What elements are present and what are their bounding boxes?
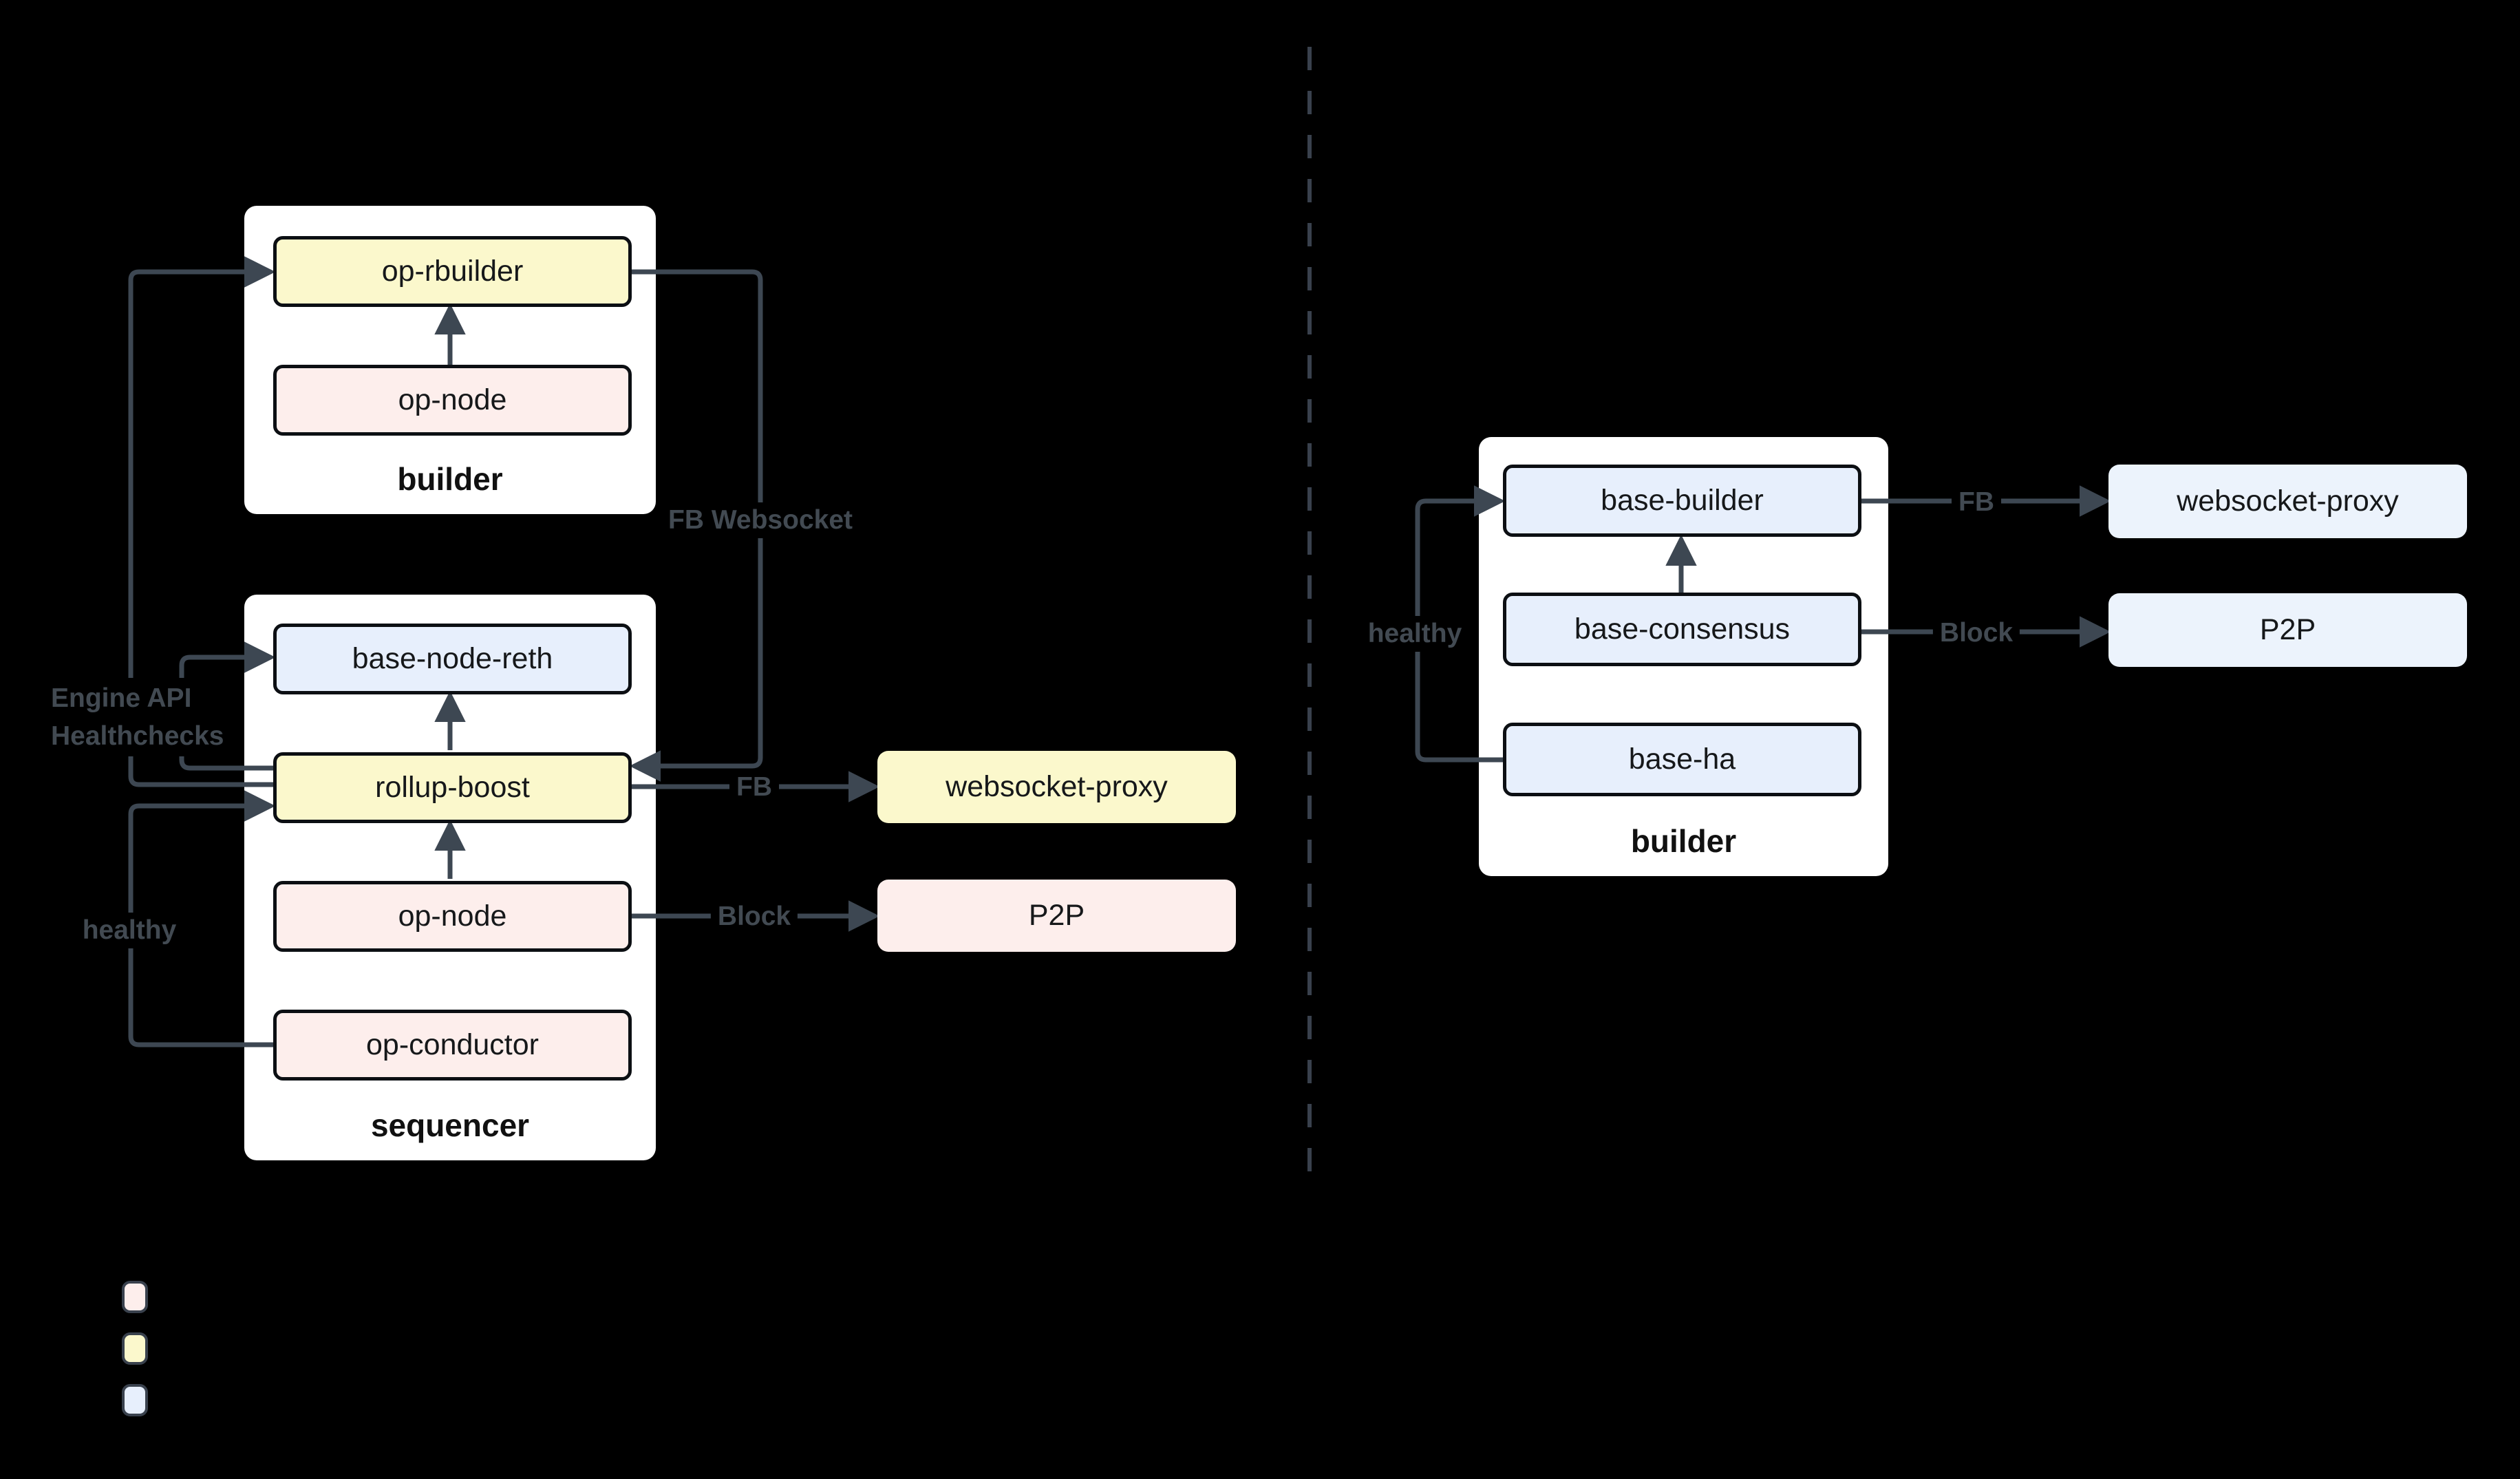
node-p2p-left: P2P bbox=[877, 880, 1236, 952]
node-op-rbuilder-label: op-rbuilder bbox=[381, 255, 524, 288]
edge-label-fb-right: FB bbox=[1952, 485, 2001, 520]
left-sequencer-container-title: sequencer bbox=[370, 1107, 530, 1143]
edge-label-engine-api-line1: Engine API bbox=[51, 683, 192, 713]
node-rollup-boost-label: rollup-boost bbox=[375, 771, 530, 804]
node-op-node-builder-label: op-node bbox=[398, 383, 507, 416]
node-op-node-sequencer: op-node bbox=[273, 881, 632, 952]
node-rollup-boost: rollup-boost bbox=[273, 752, 632, 823]
node-p2p-left-label: P2P bbox=[1028, 899, 1085, 932]
edge-label-block-left: Block bbox=[710, 899, 798, 935]
node-op-node-sequencer-label: op-node bbox=[398, 900, 507, 933]
node-base-consensus: base-consensus bbox=[1503, 593, 1861, 666]
node-p2p-right: P2P bbox=[2108, 593, 2467, 667]
legend-chip-yellow bbox=[122, 1332, 148, 1365]
node-op-conductor-label: op-conductor bbox=[366, 1028, 539, 1061]
edge-label-fb-websocket: FB Websocket bbox=[661, 502, 860, 538]
legend-chip-pink bbox=[122, 1281, 148, 1313]
edge-label-engine-api-line2: Healthchecks bbox=[51, 721, 224, 751]
edge-label-block-right: Block bbox=[1932, 615, 2020, 651]
node-websocket-proxy-left: websocket-proxy bbox=[877, 751, 1236, 823]
node-base-builder-label: base-builder bbox=[1601, 484, 1764, 517]
node-base-ha: base-ha bbox=[1503, 723, 1861, 796]
node-p2p-right-label: P2P bbox=[2259, 613, 2316, 646]
left-builder-container-title: builder bbox=[397, 461, 503, 497]
node-base-node-reth: base-node-reth bbox=[273, 624, 632, 694]
edge-rollup-boost-to-op-rbuilder-healthcheck bbox=[128, 256, 276, 787]
node-op-conductor: op-conductor bbox=[273, 1010, 632, 1081]
node-websocket-proxy-left-label: websocket-proxy bbox=[946, 770, 1168, 803]
edge-label-healthy-right: healthy bbox=[1360, 616, 1469, 652]
node-websocket-proxy-right: websocket-proxy bbox=[2108, 465, 2467, 538]
edge-label-fb-left: FB bbox=[729, 769, 779, 805]
node-base-consensus-label: base-consensus bbox=[1574, 613, 1791, 646]
node-base-ha-label: base-ha bbox=[1628, 743, 1736, 776]
node-op-node-builder: op-node bbox=[273, 365, 632, 436]
right-builder-container-title: builder bbox=[1630, 823, 1737, 859]
node-websocket-proxy-right-label: websocket-proxy bbox=[2177, 485, 2399, 518]
legend-chip-blue bbox=[122, 1384, 148, 1416]
edge-label-engine-api-healthchecks: Engine API Healthchecks bbox=[47, 678, 228, 756]
edge-label-healthy-left: healthy bbox=[75, 913, 184, 948]
node-base-builder: base-builder bbox=[1503, 465, 1861, 537]
node-op-rbuilder: op-rbuilder bbox=[273, 236, 632, 307]
node-base-node-reth-label: base-node-reth bbox=[352, 642, 553, 675]
